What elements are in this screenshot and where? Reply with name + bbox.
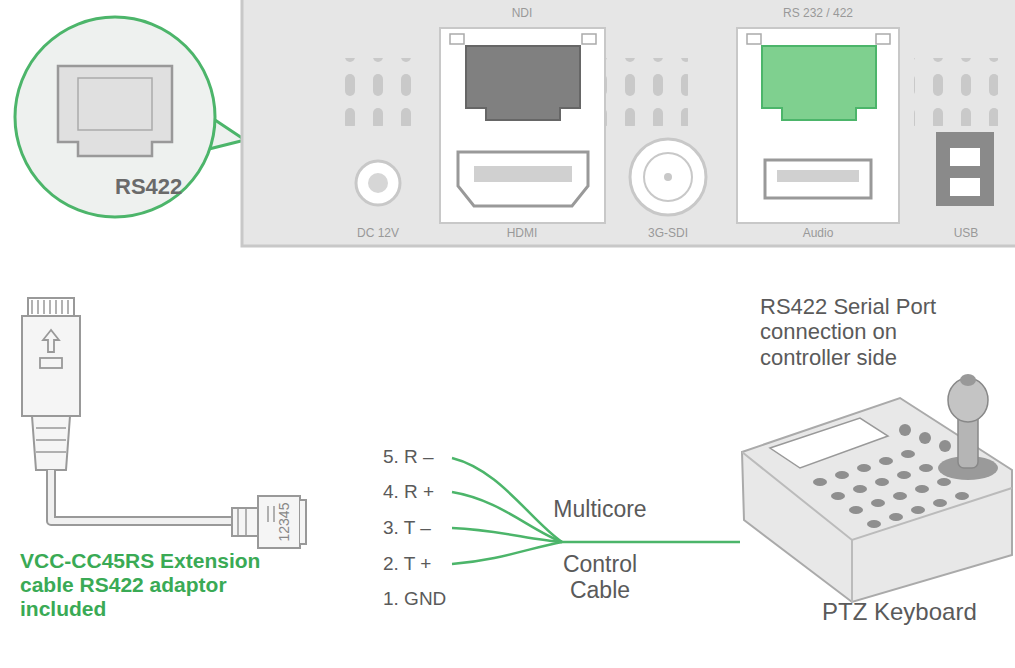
device-label: PTZ Keyboard: [822, 598, 977, 626]
plug-arrow: [43, 330, 59, 352]
dc-jack-pin: [368, 173, 388, 193]
plug-latch: [40, 358, 62, 368]
callout-bubble: RS422: [12, 14, 218, 220]
adaptor-mark: [268, 506, 274, 522]
pin-name: 1. GND: [383, 588, 446, 610]
pin-name: 4. R +: [383, 481, 434, 503]
cable-part-label: VCC-CC45RS Extension cable RS422 adaptor…: [20, 549, 282, 621]
vent-holes: [604, 58, 688, 126]
port-label: Audio: [803, 227, 834, 241]
plug-contacts: [28, 298, 74, 316]
port-label: USB: [954, 227, 979, 241]
pin-name: 2. T +: [383, 553, 431, 575]
vent-holes: [914, 58, 998, 126]
port-frame: [737, 28, 899, 223]
wires: [452, 458, 740, 564]
bnc-pin: [664, 173, 672, 181]
usb-b-inner: [950, 178, 980, 196]
dc-jack: [356, 161, 400, 205]
hdmi-port: [458, 152, 588, 206]
ptz-keyboard: [742, 374, 1012, 602]
controller-note: RS422 Serial Port connection on controll…: [760, 294, 985, 370]
usb-a-inner: [777, 170, 859, 182]
rj45-port: [466, 46, 580, 120]
led: [747, 34, 761, 44]
adaptor-face: [300, 500, 306, 544]
port-frame: [440, 28, 605, 223]
port-label: RS 232 / 422: [783, 7, 853, 21]
usb-b-port: [936, 132, 994, 206]
usb-a-port: [765, 160, 871, 198]
strain-relief: [32, 416, 70, 470]
pin-name: 5. R –: [383, 446, 434, 468]
bnc-ring: [644, 153, 692, 201]
port-label: 3G-SDI: [648, 227, 688, 241]
led: [450, 34, 464, 44]
callout-text: RS422: [115, 174, 182, 199]
boot-ribs: [238, 508, 246, 536]
bnc-port: [630, 139, 706, 215]
cable-core: [51, 470, 232, 521]
adaptor-boot: [232, 508, 258, 536]
led: [582, 34, 596, 44]
hdmi-port-inner: [474, 166, 572, 182]
port-label: DC 12V: [357, 227, 399, 241]
cable: [51, 470, 232, 521]
plug-pins: [32, 300, 68, 314]
pin-numbers: 12345: [276, 503, 292, 542]
pin-name: 3. T –: [383, 517, 431, 539]
rj45-plug: [22, 316, 80, 416]
rear-panel: [242, 0, 1015, 246]
cable-label: Control Cable: [550, 551, 650, 604]
strain-ribs: [36, 428, 66, 452]
cable-label: Multicore: [553, 496, 646, 522]
rs422-port: [762, 46, 876, 120]
port-label: HDMI: [507, 227, 538, 241]
vent-holes: [342, 58, 426, 126]
terminal-adaptor: [258, 496, 300, 548]
led: [876, 34, 890, 44]
usb-b-inner: [950, 148, 980, 166]
port-label: NDI: [512, 7, 533, 21]
